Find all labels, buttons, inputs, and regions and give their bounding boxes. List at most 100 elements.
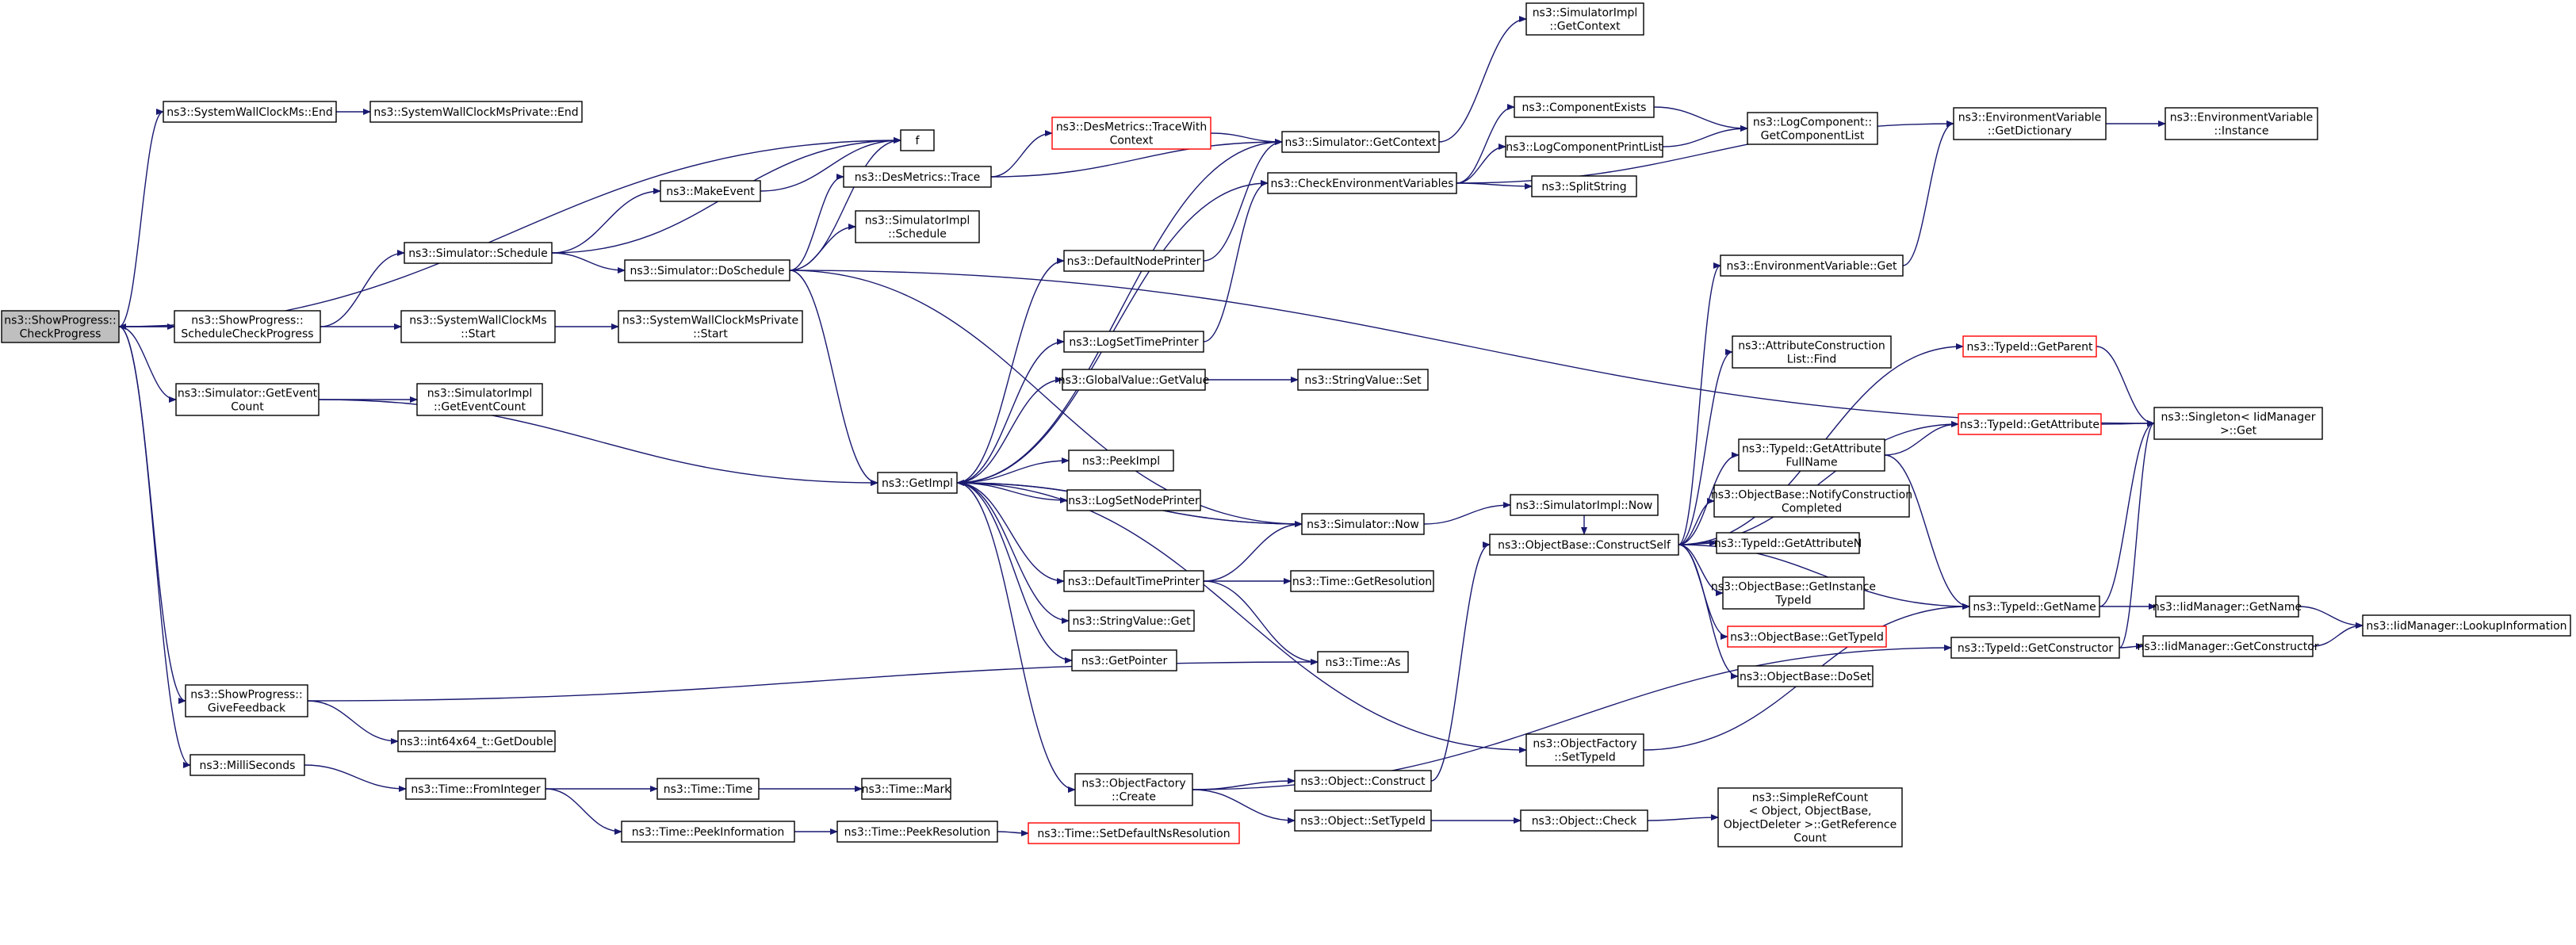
node-envinstance[interactable]: ns3::EnvironmentVariable::Instance (2165, 107, 2318, 140)
node-label: ns3::MakeEvent (666, 186, 755, 198)
node-scp[interactable]: ns3::ShowProgress::ScheduleCheckProgress (174, 310, 321, 343)
node-getparent[interactable]: ns3::TypeId::GetParent (1962, 335, 2097, 358)
edge-getimpl-to-defnodeprinter (956, 258, 1065, 484)
node-defnodeprinter[interactable]: ns3::DefaultNodePrinter (1063, 250, 1204, 272)
node-checkenv[interactable]: ns3::CheckEnvironmentVariables (1267, 172, 1457, 194)
node-typeidgetctor[interactable]: ns3::TypeId::GetConstructor (1950, 637, 2120, 659)
edge-getparent-to-singletonget (2096, 346, 2155, 427)
edge-path (1430, 541, 1491, 782)
node-implgeteventcount[interactable]: ns3::SimulatorImpl::GetEventCount (416, 383, 543, 416)
node-implschedule[interactable]: ns3::SimulatorImpl::Schedule (855, 210, 980, 243)
node-getattributen[interactable]: ns3::TypeId::GetAttributeN (1714, 532, 1862, 554)
node-makeevent[interactable]: ns3::MakeEvent (660, 180, 761, 202)
node-label: ns3::SplitString (1541, 181, 1626, 193)
node-box (861, 778, 951, 800)
node-objfactsettypeid[interactable]: ns3::ObjectFactory::SetTypeId (1525, 733, 1644, 767)
node-doschedule[interactable]: ns3::Simulator::DoSchedule (624, 259, 790, 281)
node-logcomplist[interactable]: ns3::LogComponent::GetComponentList (1747, 112, 1878, 145)
node-setdefns[interactable]: ns3::Time::SetDefaultNsResolution (1028, 822, 1240, 844)
node-singletonget[interactable]: ns3::Singleton< IidManager>::Get (2153, 407, 2323, 440)
node-timegetres[interactable]: ns3::Time::GetResolution (1290, 570, 1434, 592)
node-objbasegettypeid[interactable]: ns3::ObjectBase::GetTypeId (1727, 626, 1887, 648)
edge-path (1678, 262, 1721, 545)
node-logcompprint[interactable]: ns3::LogComponentPrintList (1505, 136, 1663, 158)
node-simnow[interactable]: ns3::Simulator::Now (1301, 513, 1425, 535)
node-iidgetctor[interactable]: ns3::IidManager::GetConstructor (2137, 635, 2319, 657)
node-strvalget[interactable]: ns3::StringValue::Get (1068, 610, 1195, 632)
node-objconstruct[interactable]: ns3::Object::Construct (1294, 770, 1432, 792)
node-box (1290, 570, 1434, 592)
node-getpointer[interactable]: ns3::GetPointer (1071, 649, 1177, 671)
node-swcpstart[interactable]: ns3::SystemWallClockMsPrivate::Start (618, 310, 803, 343)
node-f[interactable]: f (900, 129, 935, 151)
node-getimpl[interactable]: ns3::GetImpl (877, 472, 958, 494)
node-doset[interactable]: ns3::ObjectBase::DoSet (1737, 665, 1874, 687)
node-constructself[interactable]: ns3::ObjectBase::ConstructSelf (1489, 534, 1679, 556)
node-notifyconst[interactable]: ns3::ObjectBase::NotifyConstructionCompl… (1711, 484, 1912, 518)
node-deftimeprinter[interactable]: ns3::DefaultTimePrinter (1063, 570, 1204, 592)
node-destrace[interactable]: ns3::DesMetrics::Trace (843, 166, 992, 188)
node-implnow[interactable]: ns3::SimulatorImpl::Now (1510, 494, 1659, 516)
node-iidlookup[interactable]: ns3::IidManager::LookupInformation (2362, 614, 2571, 637)
node-box (1068, 610, 1195, 632)
node-compexists[interactable]: ns3::ComponentExists (1514, 96, 1655, 118)
node-peekres[interactable]: ns3::Time::PeekResolution (836, 821, 998, 843)
node-simgeteventcount[interactable]: ns3::Simulator::GetEventCount (175, 383, 320, 416)
node-splitstring[interactable]: ns3::SplitString (1531, 175, 1637, 197)
node-label: ns3::SystemWallClockMs::End (167, 106, 332, 119)
node-objfactcreate[interactable]: ns3::ObjectFactory::Create (1074, 773, 1193, 806)
node-logsettime[interactable]: ns3::LogSetTimePrinter (1063, 331, 1204, 353)
node-swcpend[interactable]: ns3::SystemWallClockMsPrivate::End (369, 101, 583, 123)
node-envget[interactable]: ns3::EnvironmentVariable::Get (1720, 254, 1904, 277)
node-box (1317, 651, 1409, 673)
node-label: ns3::TypeId::GetConstructor (1958, 642, 2113, 655)
node-iidgetname[interactable]: ns3::IidManager::GetName (2153, 595, 2302, 618)
node-box (2362, 614, 2571, 637)
node-simpleref[interactable]: ns3::SimpleRefCount< Object, ObjectBase,… (1717, 787, 1903, 847)
edge-getattrfullname-to-getattribute (1884, 421, 1959, 456)
edge-path (956, 482, 1527, 753)
node-getattribute[interactable]: ns3::TypeId::GetAttribute (1958, 413, 2102, 435)
node-objsettypeid[interactable]: ns3::Object::SetTypeId (1294, 809, 1432, 832)
node-timetime[interactable]: ns3::Time::Time (656, 778, 760, 800)
node-globalgetvalue[interactable]: ns3::GlobalValue::GetValue (1058, 369, 1209, 391)
node-peekimpl[interactable]: ns3::PeekImpl (1068, 450, 1174, 472)
node-root[interactable]: ns3::ShowProgress::CheckProgress (1, 310, 120, 343)
edge-path (1884, 454, 1970, 610)
edge-getimpl-to-logsettime (956, 339, 1065, 484)
edge-path (1647, 814, 1719, 821)
node-peekinfo[interactable]: ns3::Time::PeekInformation (621, 821, 795, 843)
node-simgetcontext[interactable]: ns3::Simulator::GetContext (1281, 131, 1440, 153)
node-strvalset[interactable]: ns3::StringValue::Set (1297, 369, 1429, 391)
edge-constructself-to-envget (1678, 262, 1721, 545)
node-timemark[interactable]: ns3::Time::Mark (861, 778, 952, 800)
edge-path (118, 109, 164, 327)
edge-frominteger-to-peekinfo (545, 788, 622, 835)
node-implgetcontext[interactable]: ns3::SimulatorImpl::GetContext (1525, 2, 1644, 36)
node-simschedule[interactable]: ns3::Simulator::Schedule (404, 242, 553, 264)
node-swcend[interactable]: ns3::SystemWallClockMs::End (163, 101, 337, 123)
edge-path (789, 270, 878, 486)
node-logsetnode[interactable]: ns3::LogSetNodePrinter (1066, 489, 1201, 511)
node-milliseconds[interactable]: ns3::MilliSeconds (189, 754, 305, 776)
node-label: ns3::SystemWallClockMsPrivate::End (373, 106, 578, 119)
edge-path (997, 829, 1029, 836)
node-label: ns3::ObjectBase::GetTypeId (1730, 631, 1884, 644)
edge-path (1678, 349, 1733, 545)
node-label: ns3::ComponentExists (1522, 101, 1647, 114)
node-box (1301, 513, 1425, 535)
edge-getimpl-to-strvalget (956, 482, 1070, 624)
node-box (1, 310, 120, 343)
node-typeidgetname[interactable]: ns3::TypeId::GetName (1969, 595, 2100, 618)
node-objcheck[interactable]: ns3::Object::Check (1520, 809, 1648, 832)
node-getdouble[interactable]: ns3::int64x64_t::GetDouble (397, 730, 556, 752)
node-frominteger[interactable]: ns3::Time::FromInteger (405, 778, 546, 800)
node-givefeedback[interactable]: ns3::ShowProgress::GiveFeedback (185, 684, 308, 717)
node-envgetdict[interactable]: ns3::EnvironmentVariable::GetDictionary (1953, 107, 2107, 140)
node-timeas[interactable]: ns3::Time::As (1317, 651, 1409, 673)
node-swcstart[interactable]: ns3::SystemWallClockMs::Start (400, 310, 556, 343)
